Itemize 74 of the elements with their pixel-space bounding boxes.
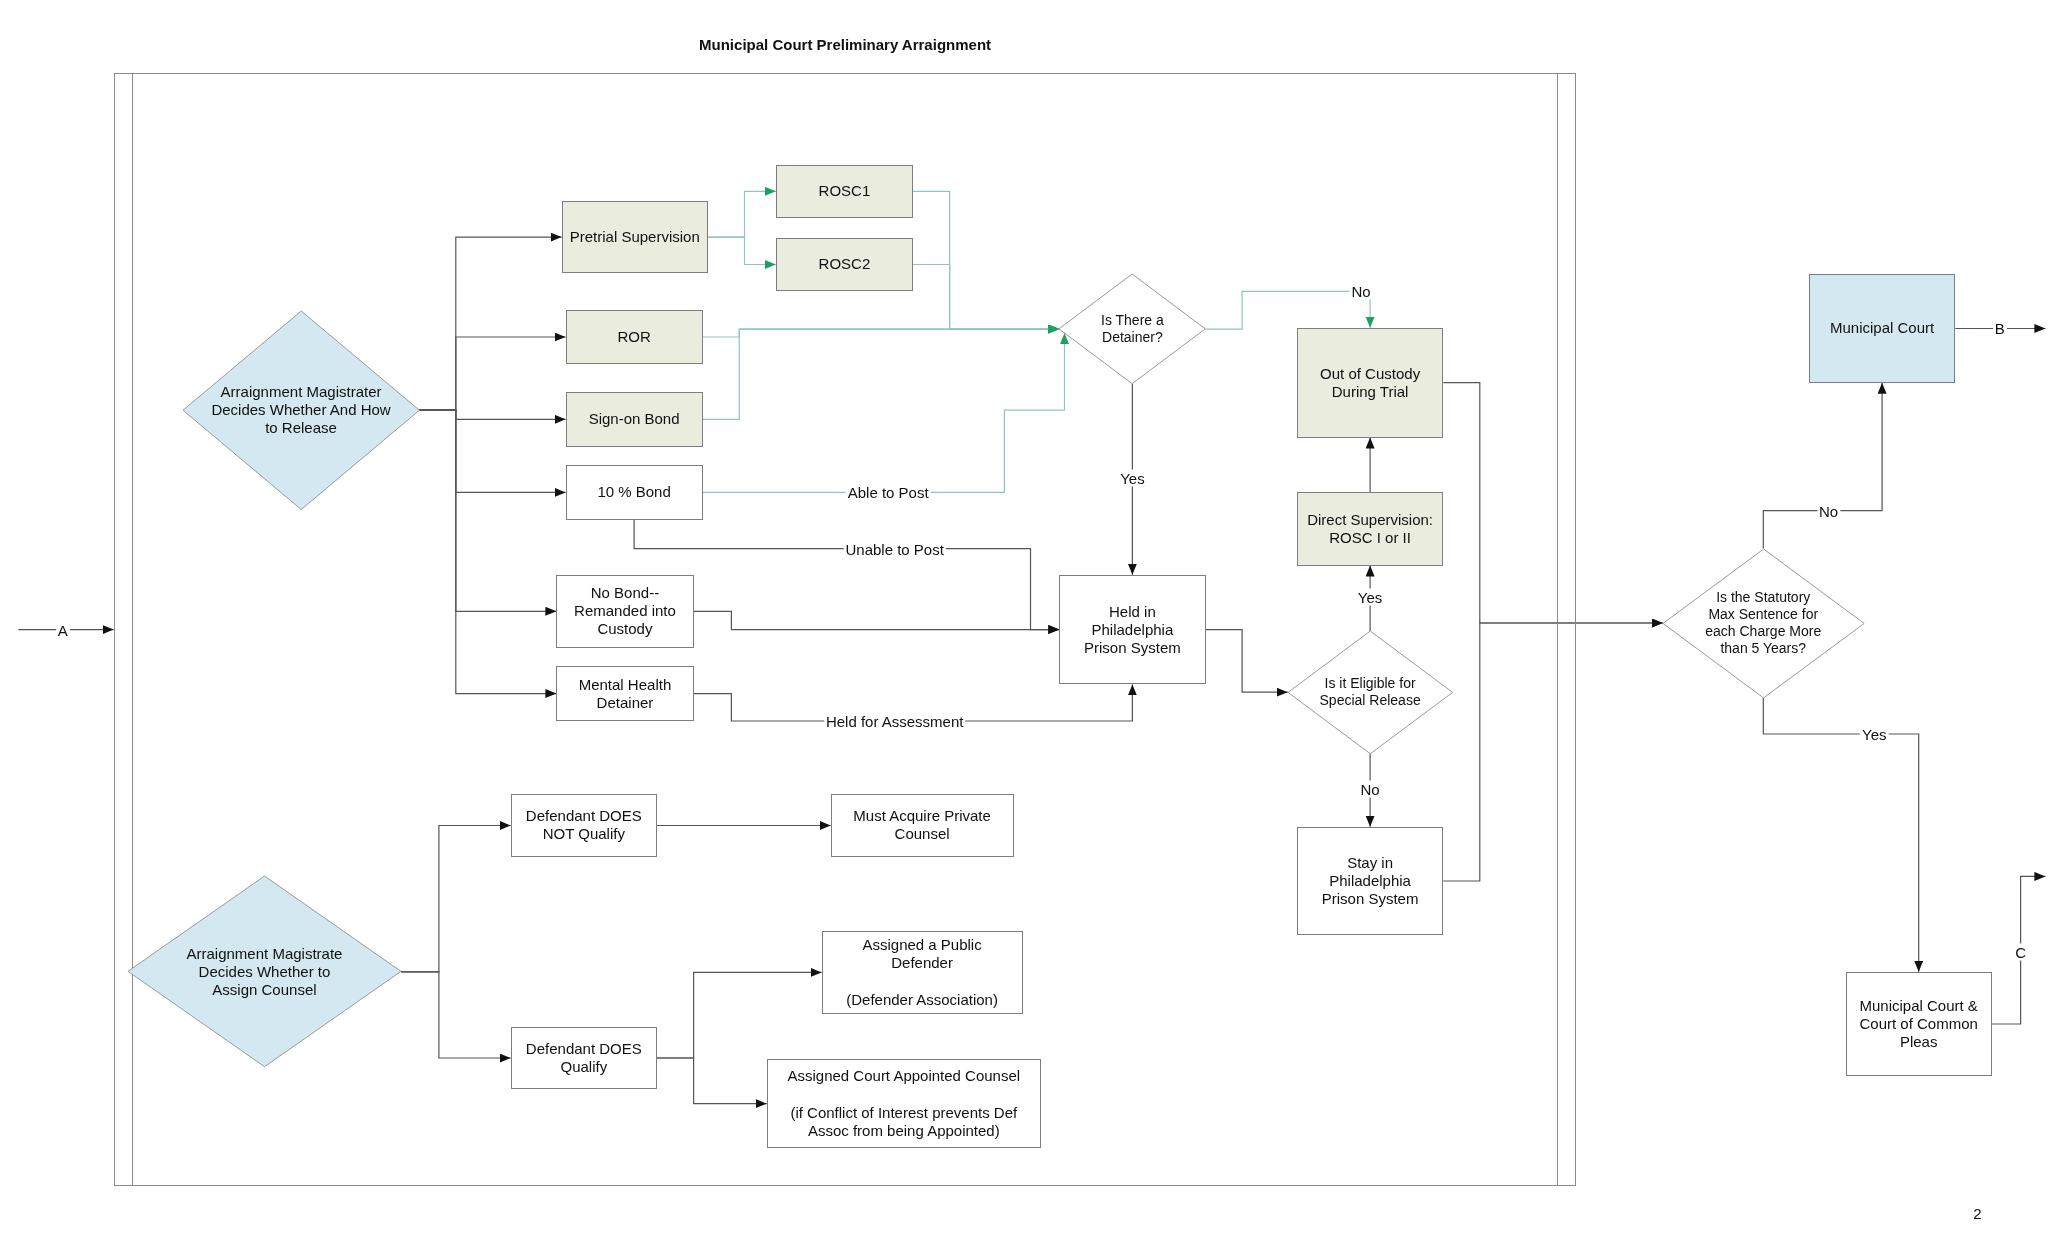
flow-arrow	[1205, 290, 1375, 330]
decision-text: Arraignment Magistrater Decides Whether And How to Release	[210, 383, 392, 438]
process-box	[510, 1026, 657, 1090]
step-text: Sign-on Bond	[588, 410, 680, 429]
flow-arrow	[1205, 629, 1289, 697]
process-box	[775, 237, 913, 292]
process-box	[561, 201, 708, 273]
process-box	[565, 391, 703, 447]
decision-text: Arraignment Magistrate Decides Whether to Assign Counsel	[185, 944, 344, 999]
step-text: Defendant DOES Qualify	[524, 1039, 643, 1076]
flow-arrow	[656, 1057, 768, 1109]
decision-diamond	[128, 876, 401, 1068]
edge-label: No	[1358, 780, 1382, 798]
decision-text: Is There a Detainer?	[1100, 312, 1165, 347]
decision-diamond	[1662, 548, 1864, 698]
process-box	[510, 794, 657, 857]
flow-arrow	[702, 324, 1060, 420]
flow-arrow	[1954, 324, 2046, 333]
edge-label: Yes	[1355, 588, 1385, 606]
flow-arrow	[656, 821, 832, 830]
step-text: Held in Philadelphia Prison System	[1083, 602, 1182, 657]
flow-arrow	[400, 971, 512, 1063]
edge-label: C	[2013, 943, 2028, 961]
step-text: No Bond-- Remanded into Custody	[573, 584, 677, 639]
flow-arrow	[1442, 618, 1664, 882]
decision-diamond	[1059, 274, 1206, 384]
process-box	[1059, 574, 1206, 685]
flow-arrow	[1991, 871, 2046, 1025]
process-box	[766, 1059, 1041, 1149]
step-text: ROSC1	[818, 182, 871, 201]
process-box	[556, 666, 694, 721]
process-box	[1296, 327, 1444, 438]
process-box	[556, 574, 694, 648]
flow-arrow	[693, 610, 1060, 635]
edge-label: Yes	[1118, 469, 1147, 487]
step-text: Must Acquire Private Counsel	[852, 807, 992, 844]
step-text: Assigned Court Appointed Counsel	[787, 1067, 1021, 1086]
flow-arrow	[17, 625, 115, 635]
flow-arrow	[418, 409, 557, 699]
process-box	[1845, 971, 1992, 1077]
process-box	[565, 309, 703, 365]
step-text: ROSC2	[818, 255, 871, 274]
step-text: (if Conflict of Interest prevents Def Assoc from being Appointed)	[789, 1104, 1019, 1141]
decision-diamond	[1287, 630, 1453, 754]
flow-arrow	[707, 236, 777, 269]
step-text: 10 % Bond	[597, 483, 671, 502]
step-text: Pretrial Supervision	[569, 228, 700, 247]
flow-arrow	[1365, 437, 1375, 493]
step-text: (Defender Association)	[846, 990, 998, 1009]
step-text: Municipal Court & Court of Common Pleas	[1858, 997, 1979, 1051]
step-text: Mental Health Detainer	[577, 675, 673, 712]
step-text: Out of Custody During Trial	[1319, 364, 1422, 401]
lane-frame	[113, 73, 1577, 1186]
step-text: Direct Supervision: ROSC I or II	[1306, 510, 1435, 547]
decision-diamond	[182, 310, 420, 510]
process-box	[830, 794, 1014, 857]
diagram-title: Municipal Court Preliminary Arraignment	[699, 35, 992, 53]
step-text: ROR	[617, 327, 651, 346]
step-text: Stay in Philadelphia Prison System	[1320, 853, 1420, 908]
process-box	[1296, 492, 1444, 566]
flow-arrow	[1762, 382, 1887, 550]
process-box	[565, 464, 703, 520]
process-box	[821, 931, 1023, 1014]
page-number: 2	[1973, 1204, 1982, 1222]
flow-arrow	[1127, 383, 1137, 576]
process-box	[1296, 826, 1444, 936]
step-text: Municipal Court	[1830, 319, 1935, 338]
step-text: Assigned a Public Defender	[861, 935, 983, 972]
process-box	[775, 164, 913, 219]
flow-arrow	[1762, 696, 1924, 973]
decision-text: Is it Eligible for Special Release	[1318, 675, 1422, 710]
decision-text: Is the Statutory Max Sentence for each Charge More than 5 Years?	[1704, 589, 1823, 657]
process-box	[1808, 274, 1956, 383]
step-text: Defendant DOES NOT Qualify	[524, 807, 643, 844]
